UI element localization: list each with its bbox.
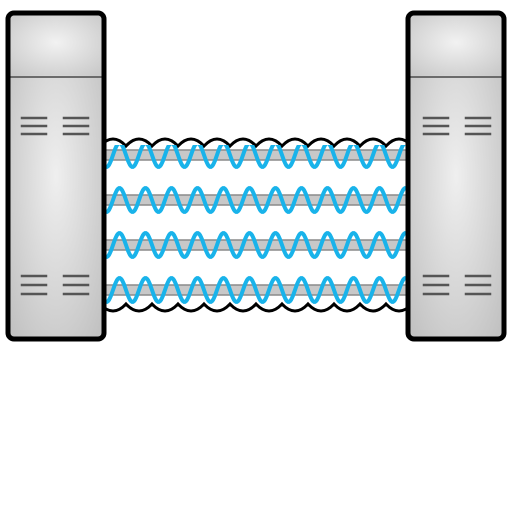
left-server-tower-icon [5, 10, 107, 342]
cable-bundle [98, 137, 414, 313]
right-server-tower-icon [405, 10, 507, 342]
signal-wave-2 [100, 186, 412, 214]
left-tower-top-vents [20, 116, 90, 136]
signal-wave-3 [100, 231, 412, 259]
right-tower-top-vents [422, 116, 492, 136]
signal-wave-1 [100, 145, 412, 169]
bundle-top-edge [98, 137, 414, 149]
bundle-bottom-edge [98, 301, 414, 313]
right-tower-bottom-vents [422, 274, 492, 296]
left-tower-bottom-vents [20, 274, 90, 296]
signal-wave-4 [100, 276, 412, 304]
